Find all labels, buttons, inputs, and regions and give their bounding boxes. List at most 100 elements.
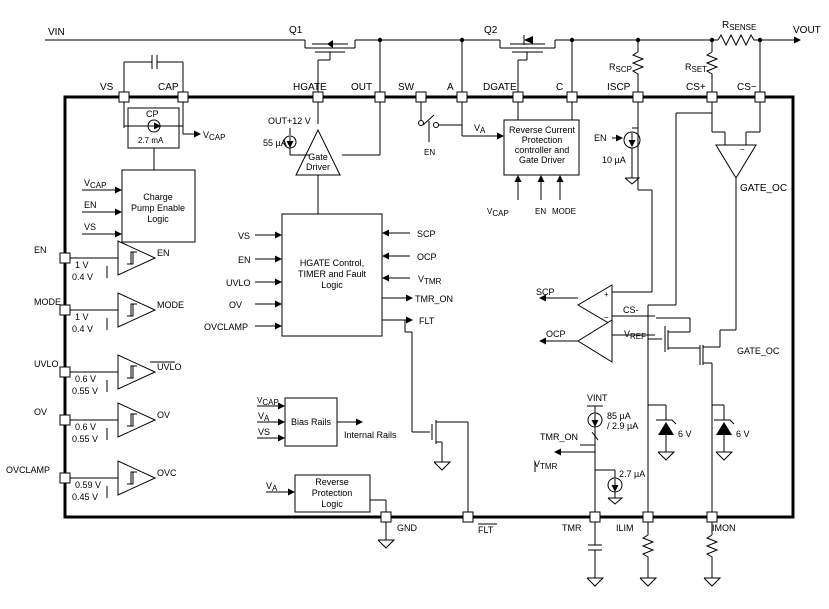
hg-ovclamp: OVCLAMP [204,322,248,332]
comp-lo: 0.45 V [72,492,98,502]
pin-c[interactable] [566,91,578,103]
comparator-3: OV0.6 V0.55 VOV [34,402,170,444]
pin-cap[interactable] [177,91,189,103]
rp-line2: Protection [312,488,353,498]
pin-ilim-label: ILIM [616,523,634,533]
cpe-line2: Pump Enable [131,203,185,213]
gd-line2: Driver [306,162,330,172]
comp-out: OV [157,410,170,420]
comp-pin-label: OVCLAMP [6,465,50,475]
tmr-current2: / 2.9 µA [607,421,638,431]
cpe-line3: Logic [147,214,169,224]
hg-ov: OV [229,300,242,310]
timer-block: VINT 85 µA / 2.9 µA TMR_ON VTMR 2.7 µA [534,393,645,512]
ocp-out: OCP [546,329,566,339]
rsense-resistor: RSENSE [717,20,760,47]
pin-hgate-label: HGATE [293,82,327,93]
pin-vs[interactable] [118,91,130,103]
rcp-vcap: VCAP [487,207,509,218]
ocp-ref: VREF [624,329,646,341]
pin-hgate[interactable] [312,91,324,103]
comp-pin[interactable] [59,414,71,426]
comp-pin[interactable] [59,252,71,264]
comp-out: MODE [157,300,184,310]
pin-imon[interactable] [706,511,718,523]
cp-label: CP [146,109,159,119]
bias-va: VA [258,411,270,423]
gd-supply: OUT+12 V [268,116,311,126]
cp-enable-logic: Charge Pump Enable Logic VCAP EN VS [82,169,196,243]
scp-plus: + [604,290,609,299]
top-pins: VS CAP HGATE OUT SW A DGATE C ISCP CS+ C… [100,82,766,103]
pin-a[interactable] [456,91,468,103]
hg-vs: VS [238,231,250,241]
pin-gnd[interactable] [380,511,392,523]
vin-rail: VIN VOUT [45,25,821,44]
hg-tmr-on: TMR_ON [415,294,453,304]
hg-line2: TIMER and Fault [298,269,367,279]
hg-en: EN [238,255,251,265]
pin-a-label: A [447,82,454,93]
hg-line1: HGATE Control, [300,258,364,268]
comp-pin[interactable] [59,366,71,378]
gate-driver: Gate Driver OUT+12 V 55 µA [263,102,381,214]
external-bottom [377,522,722,587]
pin-out[interactable] [374,91,386,103]
rset-label: RSET [685,62,707,74]
bias-vcap: VCAP [257,396,279,407]
iscp-source: EN 10 µA [594,102,641,185]
hg-scp: SCP [417,229,436,239]
comp-out: UVLO [157,362,182,372]
scp-out: SCP [536,287,555,297]
tmr-current: 85 µA [607,411,631,421]
comp-lo: 0.4 V [72,324,93,334]
comp-pin-label: UVLO [34,359,59,369]
pin-csplus-label: CS+ [686,82,706,93]
pin-out-label: OUT [351,82,372,93]
gate-oc-comparator: − GATE_OC [711,102,787,194]
scp-in: CS- [623,305,639,315]
pin-c-label: C [556,82,563,93]
cpe-vcap: VCAP [84,178,106,190]
goc-minus: − [740,145,745,154]
pin-sw[interactable] [415,91,427,103]
pin-tmr[interactable] [589,511,601,523]
pin-dgate-label: DGATE [483,82,517,93]
comp-pin-label: EN [34,245,47,255]
rscp-resistor: RSCP [609,40,645,92]
hgate-control: HGATE Control, TIMER and Fault Logic VS … [204,213,453,337]
comp-hi: 0.6 V [75,374,96,384]
flt-driver [404,320,469,512]
tmr-on-label: TMR_ON [540,432,578,442]
rp-line1: Reverse [315,477,349,487]
comp-pin[interactable] [59,472,71,484]
sw-va: VA [474,123,486,135]
rcp-line2: Protection [522,135,563,145]
bias-out: Internal Rails [344,430,397,440]
pin-csminus[interactable] [754,91,766,103]
comp-pin-label: OV [34,407,47,417]
scp-minus: − [604,313,609,322]
bias-rails: Bias Rails VCAP VA VS Internal Rails [257,396,397,447]
pin-flt[interactable] [462,511,474,523]
pin-flt-label: FLT [478,525,494,535]
rcp-mode: MODE [552,207,576,216]
cp-vcap-out: VCAP [203,130,225,142]
pin-imon-label: IMON [712,523,736,533]
pin-csplus[interactable] [706,91,718,103]
pin-ilim[interactable] [642,511,654,523]
rscp-label: RSCP [609,62,632,74]
q2-mosfet: Q2 [484,25,556,93]
reverse-protection: Reverse Protection Logic VA [266,474,387,513]
zener-imon: 6 V [712,404,750,461]
pin-cap-label: CAP [158,82,179,93]
pin-sw-label: SW [398,82,415,93]
pin-iscp[interactable] [632,91,644,103]
ocp-comparator: OCP VREF [539,319,655,363]
pin-dgate[interactable] [512,91,524,103]
pin-gnd-label: GND [397,523,418,533]
comp-pin[interactable] [59,304,71,316]
